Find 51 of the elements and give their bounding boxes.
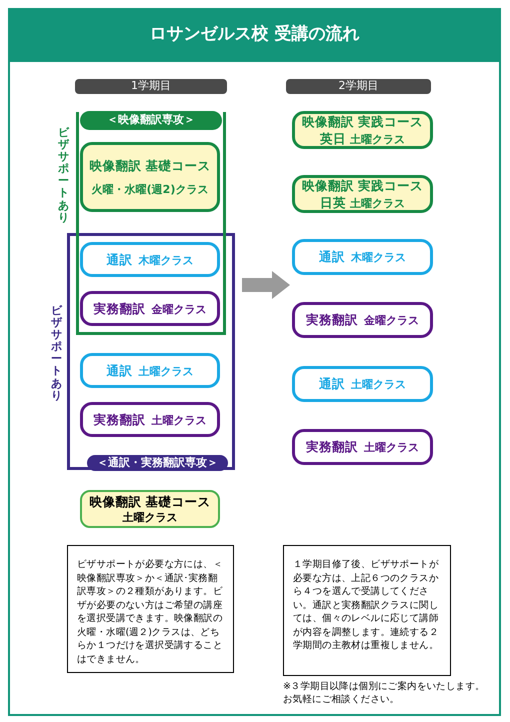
note-text: ビザサポートが必要な方には、＜映像翻訳専攻＞か＜通訳･実務翻訳専攻＞の２種類があります。ビザが必要のない方はご希望の講座を選択受講できます。映像翻訳の火曜・水曜(週２)クラスは、どちらか１つだけを選択受講することはできません。 [77, 558, 224, 666]
class-day: 金曜クラス [364, 313, 419, 329]
course-box [292, 239, 433, 275]
course-title: 映像翻訳 実践コース [302, 112, 424, 130]
class-day: 土曜クラス [350, 196, 405, 212]
course-box [292, 366, 433, 402]
course-title: 通訳 [319, 375, 345, 392]
block-arrow [242, 271, 290, 299]
course-box [292, 175, 433, 213]
term-header: 1学期目 [75, 79, 227, 94]
course-box [80, 142, 220, 212]
group-heading: ＜通訳・実務翻訳専攻＞ [87, 455, 228, 471]
course-box [80, 291, 220, 326]
side-label: ビザサポートあり [51, 305, 62, 402]
class-day: 土曜クラス [364, 440, 419, 456]
term-header: 2学期目 [286, 79, 431, 94]
course-title: 実務翻訳 [306, 438, 358, 455]
class-day: 土曜クラス [351, 377, 406, 393]
footnote: ※３学期目以降は個別にご案内をいたします。お気軽にご相談ください。 [283, 680, 486, 706]
class-day: 金曜クラス [152, 302, 206, 318]
note-box [283, 545, 451, 676]
course-title: 通訳 [319, 248, 345, 265]
class-day: 土曜クラス [152, 412, 206, 428]
class-day: 木曜クラス [138, 252, 194, 268]
course-title: 実務翻訳 [94, 410, 146, 428]
course-title: 映像翻訳 実践コース [302, 176, 424, 194]
course-box [292, 111, 433, 149]
class-day: 土曜クラス [350, 132, 405, 148]
course-language: 日英 [320, 194, 346, 210]
course-title: 通訳 [106, 250, 132, 268]
note-text: １学期目修了後、ビザサポートが必要な方は、上記６つのクラスから４つを選んで受講してください。通訳と実務翻訳クラスに関しては、個々のレベルに応じて講師が内容を調整します。連続する２学期間の主教材は重複しません。 [293, 558, 440, 652]
course-box [292, 429, 433, 465]
course-title: 通訳 [106, 362, 132, 378]
course-title: 映像翻訳 基礎コース [89, 492, 211, 510]
side-label: ビザサポートあり [58, 127, 69, 224]
class-day: 土曜クラス [122, 510, 178, 526]
course-title: 実務翻訳 [306, 311, 358, 328]
title-banner: ロサンゼルス校 受講の流れ [8, 8, 501, 62]
class-day: 土曜クラス [138, 364, 194, 380]
class-day: 火曜・水曜(週2)クラス [92, 182, 208, 198]
course-title: 実務翻訳 [94, 300, 146, 316]
course-box [80, 242, 220, 277]
class-day: 木曜クラス [351, 250, 406, 266]
course-title: 映像翻訳 基礎コース [89, 156, 211, 174]
group-heading: ＜映像翻訳専攻＞ [80, 111, 222, 130]
course-box [80, 353, 220, 388]
course-box [292, 302, 433, 338]
note-box [67, 545, 234, 673]
course-language: 英日 [320, 130, 346, 146]
course-box [80, 402, 220, 437]
course-box [80, 490, 220, 528]
